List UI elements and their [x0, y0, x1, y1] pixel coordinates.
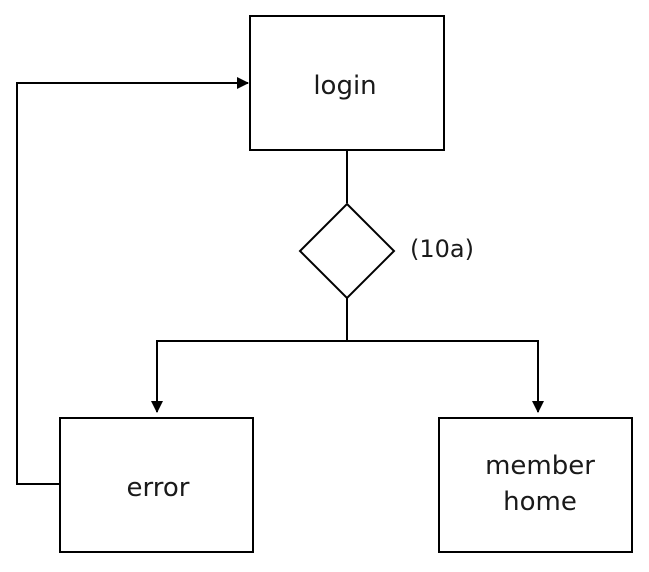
edge-decision-to-member-home — [347, 340, 544, 413]
edges — [16, 77, 544, 485]
member-home-label-line1: member — [485, 451, 595, 481]
error-label: error — [127, 473, 190, 503]
edge-error-to-login — [16, 77, 249, 485]
member-home-box — [438, 417, 633, 553]
member-home-label-line2: home — [503, 487, 577, 517]
decision-diamond — [298, 202, 396, 300]
node-error: error — [59, 417, 254, 553]
error-box — [59, 417, 254, 553]
login-label: login — [313, 71, 376, 101]
edge-decision-to-error — [151, 297, 348, 413]
login-box — [249, 15, 445, 151]
node-member-home: member home — [438, 417, 633, 553]
node-login: login — [249, 15, 445, 151]
node-decision: (10a) — [298, 202, 474, 300]
decision-condition-label: (10a) — [410, 235, 474, 263]
